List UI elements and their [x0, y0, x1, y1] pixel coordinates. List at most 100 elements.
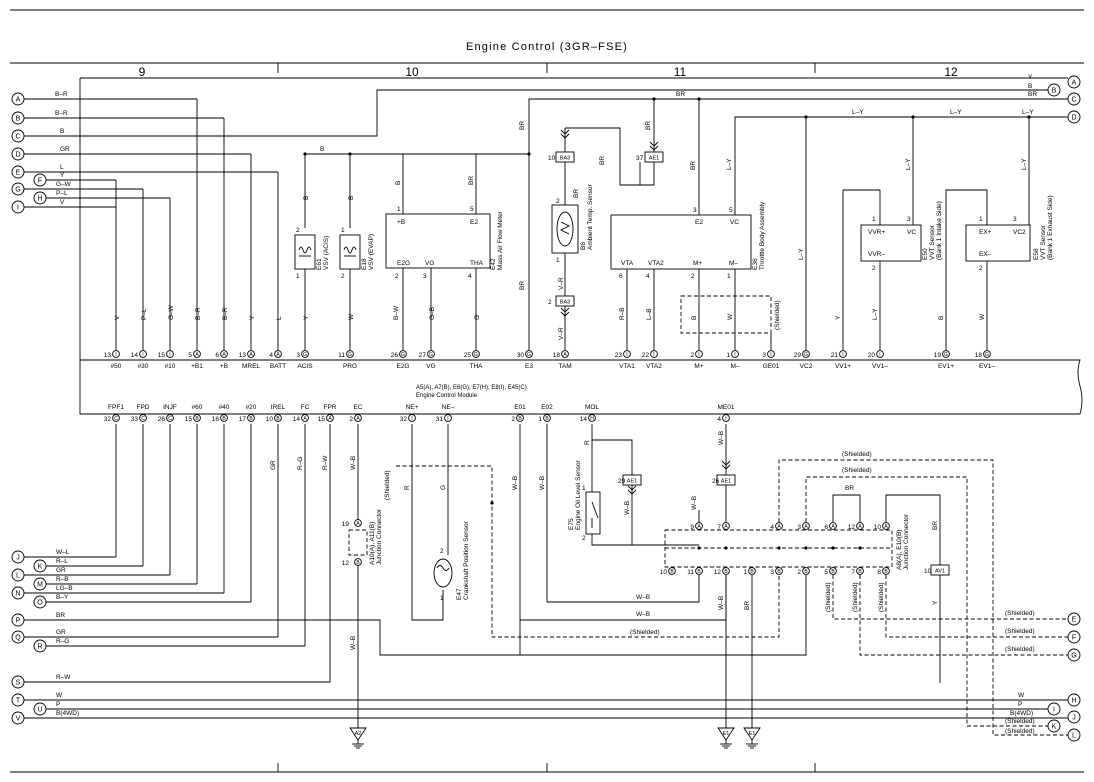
ecm-top-pin-code: [983, 350, 991, 358]
shielded-label: (Shielded): [842, 467, 872, 474]
jc1-pin: 19: [342, 521, 350, 528]
ecm-top-pin-label: EV1–: [979, 363, 995, 370]
ecm-bottom-pin-label: E01: [514, 404, 526, 411]
throttle-body: [610, 214, 752, 270]
jc2-top-pin-code-code: A: [831, 524, 835, 530]
ecm-bottom-pin-code: [112, 414, 120, 422]
wire-color-label: B–Y: [56, 594, 69, 601]
shielded-label: (Shielded): [1005, 610, 1035, 617]
right-connector-B-letter: B: [1052, 88, 1057, 95]
left-connector-D-letter: D: [15, 152, 20, 159]
right-connector-D-letter: D: [1071, 115, 1076, 122]
wire-ly: L–Y: [1021, 158, 1028, 170]
ecm-bottom-pin-label: E02: [541, 404, 553, 411]
throttle-pin-label: M–: [729, 260, 738, 267]
wire-wb: W–B: [691, 496, 698, 510]
vvt-pin-number: 1: [979, 216, 983, 223]
vertical-label: V–R: [558, 327, 565, 340]
connector-number: 10: [548, 155, 556, 162]
ecm-top-pin-label: ACIS: [297, 363, 313, 370]
wire-r: R: [404, 485, 411, 490]
ecm-bottom-pin-number: 14: [580, 416, 588, 423]
vertical-label: B: [691, 316, 698, 320]
junction-dot: [804, 546, 808, 550]
jc2-top-pin-code-code: A: [858, 524, 862, 530]
ecm-bottom-pin-label: FPR: [324, 404, 337, 411]
throttle-pin-label: VTA2: [648, 260, 664, 267]
wire-color-label: W–B: [636, 611, 650, 618]
ecm-bottom-pin-label: #60: [192, 404, 203, 411]
vertical-label: Y: [249, 315, 256, 320]
wire-path: [565, 127, 641, 186]
ecm-bottom-pin-code-code: B: [249, 416, 253, 422]
wire-br: BR: [519, 281, 526, 290]
jc1-pin-code: [354, 558, 362, 566]
jc2-bot-pin-code-code: B: [724, 569, 728, 575]
ecm-top-pin-label: #30: [138, 363, 149, 370]
vvt-sub: (Bank 1 Intake Side): [936, 201, 943, 260]
connector-number: 10: [924, 568, 932, 575]
maf-pin-label: VG: [425, 260, 434, 267]
chevron-mark: [649, 141, 659, 147]
vsv-coil: [298, 246, 312, 254]
jc2-bot-pin: 5: [824, 569, 828, 576]
jc2-bot-pin-code-code: B: [804, 569, 808, 575]
shield-e: [832, 575, 1068, 620]
ecm-top-pin-number: 13: [104, 352, 112, 359]
ecm-top-pin-label: TAM: [558, 363, 571, 370]
wire-r: R: [584, 440, 591, 445]
sensor-name: Ambient Temp. Sensor: [587, 184, 594, 250]
ecm-top-pin-number: 2: [690, 352, 694, 359]
ecm-bottom-pin-code-code: A: [328, 416, 332, 422]
shielded-label: (Shielded): [842, 451, 872, 458]
section-number: 11: [674, 65, 687, 79]
ecm-bottom-pin-number: 15: [318, 416, 326, 423]
vvt-name: VVT Sensor: [1040, 224, 1047, 260]
ecm-top-pin-label: M–: [730, 363, 739, 370]
ecm-top-pin-label: GE01: [763, 363, 780, 370]
jc2-bot-pin-code: [856, 567, 864, 575]
ecm-bottom-pin-code: [722, 414, 730, 422]
left-connector-H-letter: H: [37, 196, 42, 203]
vvt-pin-number: 2: [979, 265, 983, 272]
ecm-bottom-pin-code-code: B: [518, 416, 522, 422]
wire-path: [24, 89, 1048, 137]
maf-pin-number: 5: [470, 206, 474, 213]
ecm-bottom-pin-label: FC: [301, 404, 310, 411]
wire-color-label: B: [60, 128, 64, 135]
ecm-bottom-pin-label: ME01: [718, 404, 735, 411]
wire-path: [832, 494, 861, 522]
connector-av1-label: AV1: [935, 569, 945, 575]
wire-br: BR: [690, 161, 697, 170]
jc2-bot-pin-code-code: B: [697, 569, 701, 575]
ecm-top-pin-label: M+: [694, 363, 703, 370]
ground-label: E1: [723, 731, 730, 737]
ecm-top-pin-code-code: I: [698, 352, 699, 358]
ecm-bottom-pin-number: 31: [436, 416, 444, 423]
left-connector-F-letter: F: [38, 178, 42, 185]
shield-f: [885, 575, 1068, 638]
ecm-top-pin-code: [650, 350, 658, 358]
wire-color-label: R–G: [56, 638, 69, 645]
ecm-bottom-pin-code-code: B: [545, 416, 549, 422]
ecm-top-pin-code-code: G: [944, 352, 948, 358]
ecm-top-pin-number: 14: [131, 352, 139, 359]
ecm-top-pin-label: EV1+: [938, 363, 954, 370]
ecm-bottom-pin-label: IREL: [271, 404, 286, 411]
vvt-exhaust-body: [965, 224, 1031, 262]
wire-h: W: [1018, 692, 1025, 699]
vvt-pin-label: EX–: [979, 251, 992, 258]
wire-color-label: GR: [60, 146, 70, 153]
ecm-top-pin-code: [220, 350, 228, 358]
left-connector-C-letter: C: [15, 134, 20, 141]
jc2-bot-pin-code: [668, 567, 676, 575]
shield-box: [680, 295, 772, 334]
ecm-top-pin-number: 15: [158, 352, 166, 359]
ecm-top-pin-number: 30: [517, 352, 525, 359]
vertical-label: B–R: [222, 307, 229, 320]
connector-ae1: [716, 474, 736, 486]
ground-symbol: [743, 727, 761, 741]
vertical-label: P–L: [141, 308, 148, 320]
jc1-pin: 12: [342, 560, 350, 567]
wire-wb: W–B: [350, 456, 357, 470]
